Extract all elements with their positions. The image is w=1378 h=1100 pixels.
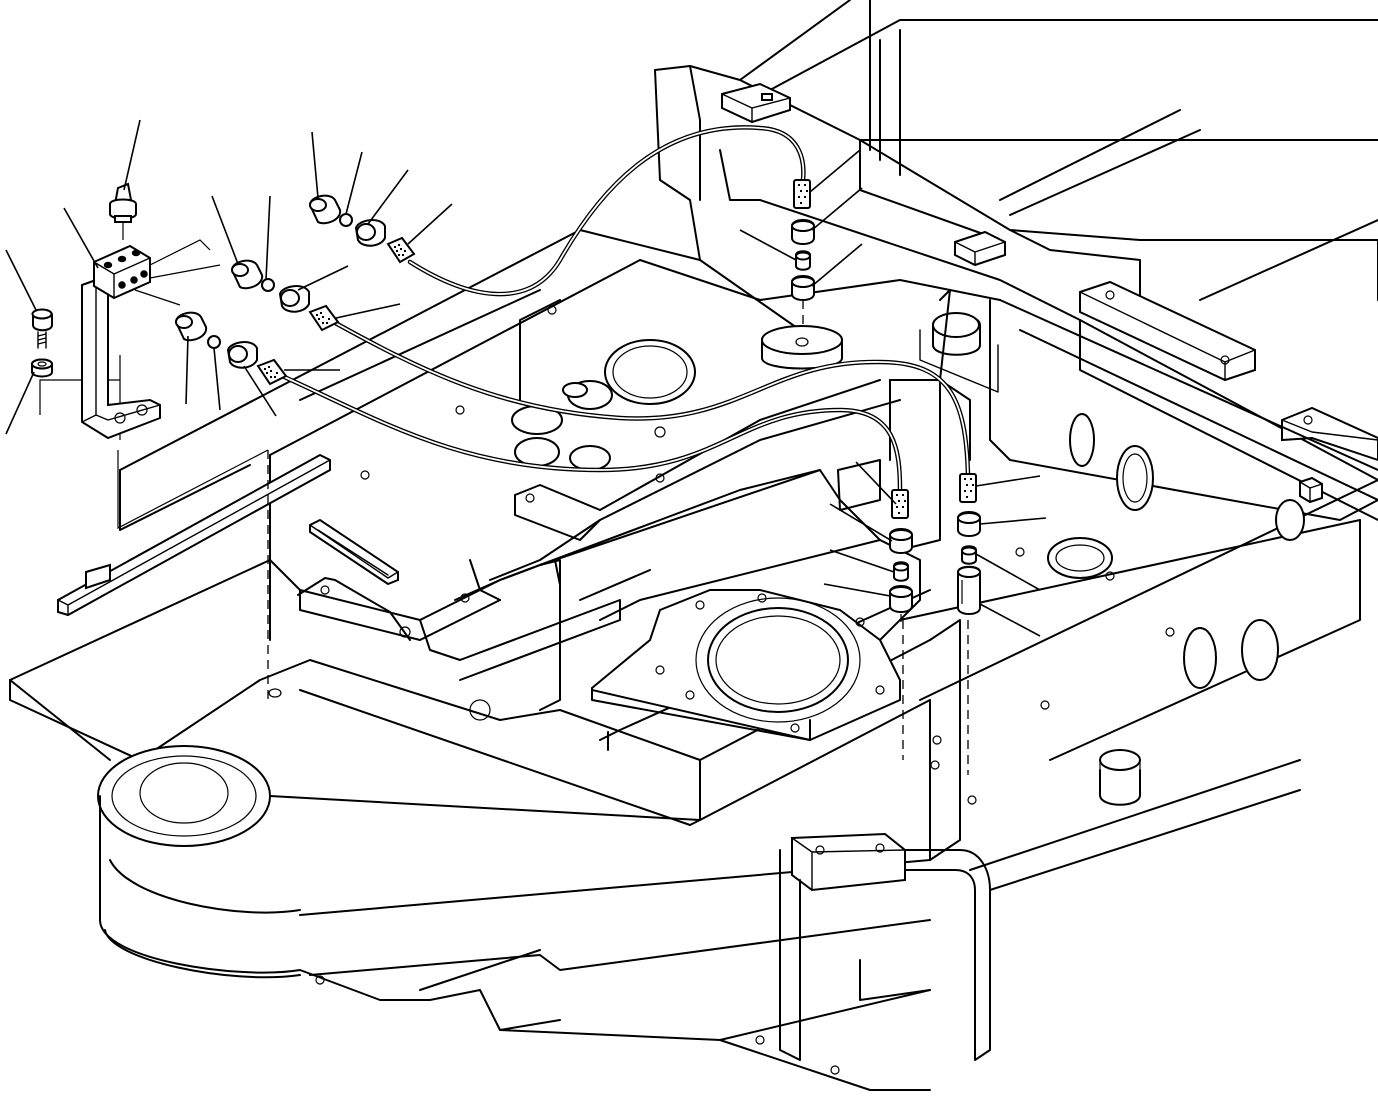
swivel-joint	[761, 325, 843, 370]
frame-holes	[360, 305, 1305, 805]
grease-hoses	[277, 125, 971, 493]
upper-frame	[654, 0, 1378, 521]
lower-bracket	[779, 749, 1141, 1061]
fitting-chain-3	[174, 311, 288, 386]
center-upright	[837, 289, 971, 551]
fitting-chain-swivel	[791, 179, 815, 301]
left-rails	[57, 453, 399, 617]
frame-blocks	[721, 82, 1378, 504]
callout-leaders	[5, 119, 1047, 637]
fitting-chain-middle	[889, 489, 913, 622]
fitting-chain-1	[308, 194, 416, 264]
swing-bearing	[591, 589, 901, 742]
grease-terminal-assembly	[31, 182, 221, 440]
fitting-chain-2	[230, 259, 340, 332]
fitting-chain-right	[957, 473, 981, 615]
boom-frame	[9, 379, 931, 826]
